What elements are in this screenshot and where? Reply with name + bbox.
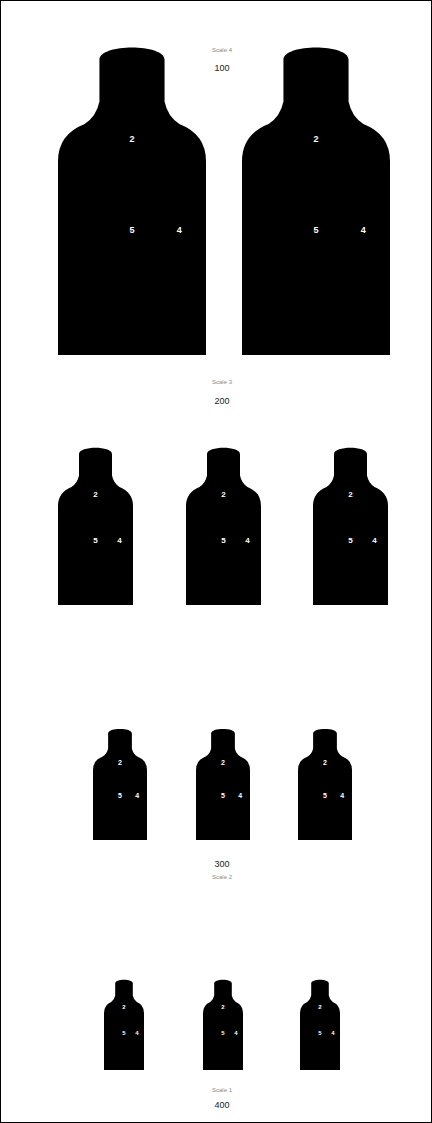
score-number: 5 [221,1030,224,1036]
distance-label: 200 [214,397,229,406]
silhouette-shape [186,445,261,605]
silhouette-target: 2 5 4 [58,42,206,355]
score-number: 2 [348,491,352,499]
silhouette-target: 2 5 4 [203,978,243,1070]
silhouette-shape [196,727,250,840]
score-number: 2 [221,759,225,766]
scale-label: Scale 2 [212,874,232,880]
silhouette-shape [313,445,388,605]
silhouette-target: 2 5 4 [298,727,352,840]
silhouette-shape [104,978,144,1070]
silhouette-target: 2 5 4 [300,978,340,1070]
score-number: 2 [221,1004,224,1010]
silhouette-shape [58,445,133,605]
distance-label: 100 [214,64,229,73]
score-number: 2 [129,135,134,144]
score-number: 2 [93,491,97,499]
score-number: 5 [323,791,327,798]
distance-label: 300 [214,860,229,869]
silhouette-shape [58,42,206,355]
silhouette-target: 2 5 4 [242,42,390,355]
silhouette-shape [298,727,352,840]
score-number: 4 [372,537,376,545]
silhouette-shape [93,727,147,840]
score-number: 5 [348,537,352,545]
score-number: 2 [118,759,122,766]
silhouette-shape [242,42,390,355]
scale-label: Scale 4 [212,47,232,53]
scale-label: Scale 1 [212,1087,232,1093]
score-number: 5 [122,1030,125,1036]
score-number: 5 [313,225,318,234]
score-number: 2 [122,1004,125,1010]
score-number: 5 [93,537,97,545]
silhouette-shape [300,978,340,1070]
silhouette-target: 2 5 4 [313,445,388,605]
score-number: 4 [177,225,182,234]
score-number: 5 [221,537,225,545]
silhouette-target: 2 5 4 [186,445,261,605]
score-number: 2 [313,135,318,144]
score-number: 2 [323,759,327,766]
score-number: 4 [245,537,249,545]
score-number: 4 [340,791,344,798]
silhouette-target: 2 5 4 [104,978,144,1070]
score-number: 4 [117,537,121,545]
score-number: 2 [221,491,225,499]
score-number: 4 [135,1030,138,1036]
score-number: 4 [238,791,242,798]
silhouette-target: 2 5 4 [58,445,133,605]
silhouette-shape [203,978,243,1070]
score-number: 5 [129,225,134,234]
score-number: 5 [221,791,225,798]
score-number: 4 [234,1030,237,1036]
silhouette-target: 2 5 4 [93,727,147,840]
score-number: 4 [361,225,366,234]
score-number: 4 [331,1030,334,1036]
score-number: 2 [318,1004,321,1010]
distance-label: 400 [214,1101,229,1110]
silhouette-target: 2 5 4 [196,727,250,840]
score-number: 4 [135,791,139,798]
scale-label: Scale 3 [212,379,232,385]
score-number: 5 [318,1030,321,1036]
score-number: 5 [118,791,122,798]
